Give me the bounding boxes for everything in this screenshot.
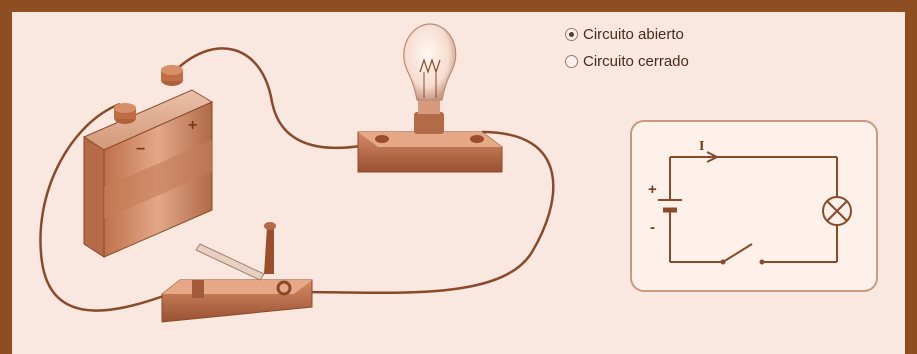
radio-circuito-cerrado[interactable]: Circuito cerrado: [565, 50, 689, 72]
lamp-symbol-icon: [822, 196, 852, 226]
schematic-minus-label: -: [650, 219, 655, 236]
wire-battery-to-bulb: [171, 47, 373, 150]
radio-button-open[interactable]: [565, 27, 578, 41]
current-arrow-icon: [706, 151, 720, 163]
battery-plus-label: +: [188, 117, 197, 134]
wire-bulb-to-switch: [296, 130, 555, 295]
battery-minus-label: −: [136, 141, 145, 158]
wire-battery-to-switch: [39, 102, 181, 312]
radio-button-closed[interactable]: [565, 54, 578, 68]
schematic-diagram: I + -: [630, 120, 878, 292]
open-switch-icon: [722, 243, 753, 263]
current-label: I: [699, 139, 704, 154]
radio-label-open: Circuito abierto: [583, 25, 684, 43]
circuit-state-radio-group: Circuito abierto Circuito cerrado: [565, 23, 689, 77]
radio-circuito-abierto[interactable]: Circuito abierto: [565, 23, 689, 45]
circuit-scene: + −: [39, 23, 555, 323]
knife-switch[interactable]: [161, 222, 313, 323]
radio-label-closed: Circuito cerrado: [583, 52, 689, 70]
simulation-area: + −: [12, 12, 905, 354]
light-bulb: [357, 23, 503, 173]
schematic-svg: I + -: [648, 139, 852, 265]
battery: + −: [82, 65, 214, 258]
schematic-plus-label: +: [648, 181, 657, 198]
